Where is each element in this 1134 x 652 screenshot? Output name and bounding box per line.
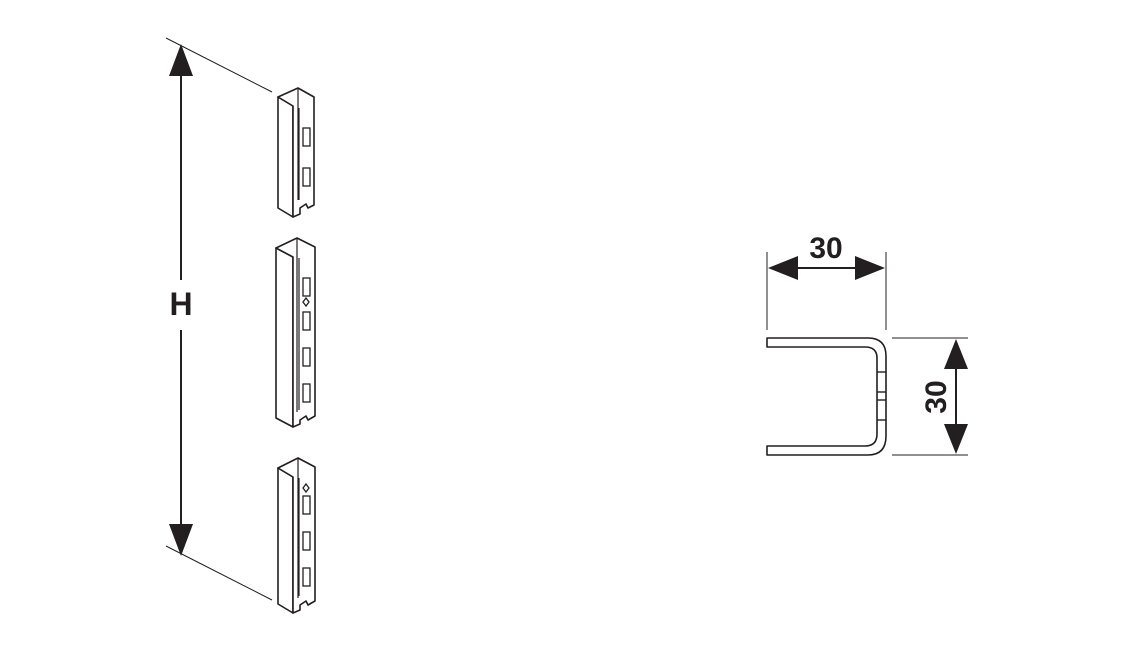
upright-flange-front	[277, 96, 294, 218]
width-dimension: 30	[766, 232, 887, 330]
upright-section-bottom	[277, 457, 316, 614]
height-extension-line-bottom	[165, 545, 273, 601]
depth-dimension-label: 30	[920, 380, 953, 413]
depth-arrow-top	[944, 339, 968, 369]
upright-slot	[302, 495, 311, 515]
upright-marker	[302, 482, 310, 494]
profile-outline	[766, 337, 887, 456]
upright-marker	[302, 296, 310, 308]
upright-slot	[302, 567, 311, 587]
width-arrow-right	[855, 256, 885, 280]
upright-slot	[302, 311, 311, 331]
upright-flange-front	[275, 247, 294, 428]
upright-slot	[302, 167, 311, 187]
upright-slot	[302, 531, 311, 551]
upright-slot	[302, 347, 311, 367]
upright-section-middle	[275, 237, 316, 428]
depth-arrow-bottom	[944, 424, 968, 454]
upright-flange-front	[277, 467, 294, 614]
height-arrow-bottom	[169, 524, 193, 556]
height-arrow-top	[169, 44, 193, 76]
upright-slot	[302, 383, 311, 403]
profile-cross-section	[766, 337, 887, 456]
upright-slot	[302, 127, 311, 147]
width-dimension-label: 30	[809, 232, 842, 265]
depth-dimension: 30	[892, 337, 968, 456]
width-arrow-left	[768, 256, 798, 280]
height-extension-line-top	[165, 37, 273, 93]
height-label: H	[169, 286, 192, 322]
upright-section-top	[277, 87, 315, 218]
height-dimension: H	[165, 37, 273, 601]
upright-slot	[302, 277, 311, 297]
